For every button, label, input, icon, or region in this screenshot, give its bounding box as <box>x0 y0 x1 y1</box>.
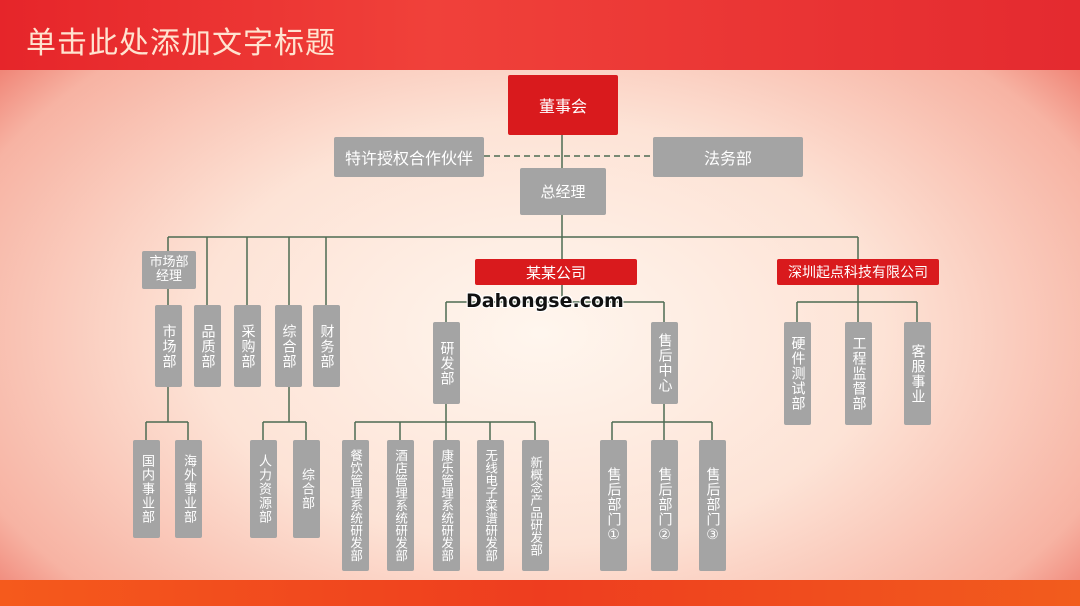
node-aftersales-3: 售后部门③ <box>699 440 726 571</box>
page-title: 单击此处添加文字标题 <box>26 26 336 61</box>
node-customer-service: 客服事业 <box>904 322 931 425</box>
node-wireless: 无线电子菜谱研发部 <box>477 440 504 571</box>
watermark: Dahongse.com <box>466 290 624 312</box>
node-purchase: 采购部 <box>234 305 261 387</box>
title-bar <box>0 0 1080 70</box>
node-aftersales-2: 售后部门② <box>651 440 678 571</box>
node-legal: 法务部 <box>653 137 803 177</box>
node-company-a: 某某公司 <box>475 259 637 285</box>
node-engineering: 工程监督部 <box>845 322 872 425</box>
node-general: 综合部 <box>275 305 302 387</box>
node-general2: 综合部 <box>293 440 320 538</box>
node-market-manager: 市场部经理 <box>142 251 196 289</box>
node-overseas: 海外事业部 <box>175 440 202 538</box>
node-hr: 人力资源部 <box>250 440 277 538</box>
node-kangle: 康乐管理系统研发部 <box>433 440 460 571</box>
node-gm: 总经理 <box>520 168 606 215</box>
node-aftersales-1: 售后部门① <box>600 440 627 571</box>
node-market: 市场部 <box>155 305 182 387</box>
node-aftersales: 售后中心 <box>651 322 678 404</box>
node-hardware-test: 硬件测试部 <box>784 322 811 425</box>
node-franchise: 特许授权合作伙伴 <box>334 137 484 177</box>
bottom-bar <box>0 580 1080 606</box>
node-board: 董事会 <box>508 75 618 135</box>
node-domestic: 国内事业部 <box>133 440 160 538</box>
node-concept: 新概念产品研发部 <box>522 440 549 571</box>
node-finance: 财务部 <box>313 305 340 387</box>
node-rd: 研发部 <box>433 322 460 404</box>
node-catering: 餐饮管理系统研发部 <box>342 440 369 571</box>
node-company-b: 深圳起点科技有限公司 <box>777 259 939 285</box>
node-quality: 品质部 <box>194 305 221 387</box>
node-hotel: 酒店管理系统研发部 <box>387 440 414 571</box>
